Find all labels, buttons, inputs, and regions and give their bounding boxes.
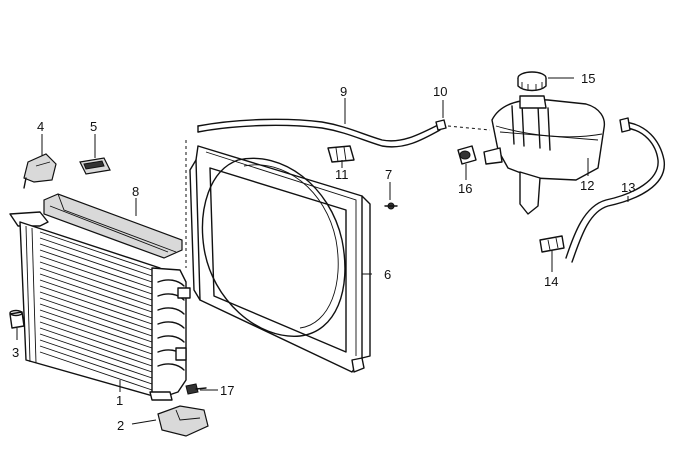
callout-2: 2 xyxy=(117,418,124,433)
hose-clip-14 xyxy=(539,235,565,253)
callout-12: 12 xyxy=(580,178,594,193)
fan-shroud xyxy=(189,145,371,373)
screw-7 xyxy=(384,202,398,210)
callout-17: 17 xyxy=(220,383,234,398)
grommet-5 xyxy=(79,157,111,175)
overflow-hose xyxy=(565,117,665,263)
bolt-17 xyxy=(185,383,207,395)
expansion-tank-cap xyxy=(517,71,547,92)
vent-hose xyxy=(197,118,441,148)
hose-clip-small xyxy=(435,119,447,131)
radiator-cover-strip xyxy=(43,193,183,259)
callout-3: 3 xyxy=(12,345,19,360)
radiator-core-fins xyxy=(39,231,153,391)
bracket-4 xyxy=(23,153,57,189)
callout-5: 5 xyxy=(90,119,97,134)
alignment-line-tank xyxy=(447,125,491,131)
callout-13: 13 xyxy=(621,180,635,195)
lower-mount-2 xyxy=(157,405,209,437)
callout-7: 7 xyxy=(385,167,392,182)
callout-1: 1 xyxy=(116,393,123,408)
callout-6: 6 xyxy=(384,267,391,282)
callout-4: 4 xyxy=(37,119,44,134)
callout-14: 14 xyxy=(544,274,558,289)
rubber-mount-3 xyxy=(9,309,25,329)
callout-15: 15 xyxy=(581,71,595,86)
radiator xyxy=(9,211,191,401)
callout-labels: 1 2 3 4 5 6 7 8 9 10 11 12 13 14 15 16 1… xyxy=(12,71,635,433)
callout-16: 16 xyxy=(458,181,472,196)
callout-8: 8 xyxy=(132,184,139,199)
callout-9: 9 xyxy=(340,84,347,99)
callout-10: 10 xyxy=(433,84,447,99)
level-sensor xyxy=(457,145,477,165)
callout-leaders xyxy=(16,77,629,425)
expansion-tank xyxy=(483,95,606,215)
hose-clamp xyxy=(327,145,355,163)
callout-11: 11 xyxy=(335,167,349,182)
